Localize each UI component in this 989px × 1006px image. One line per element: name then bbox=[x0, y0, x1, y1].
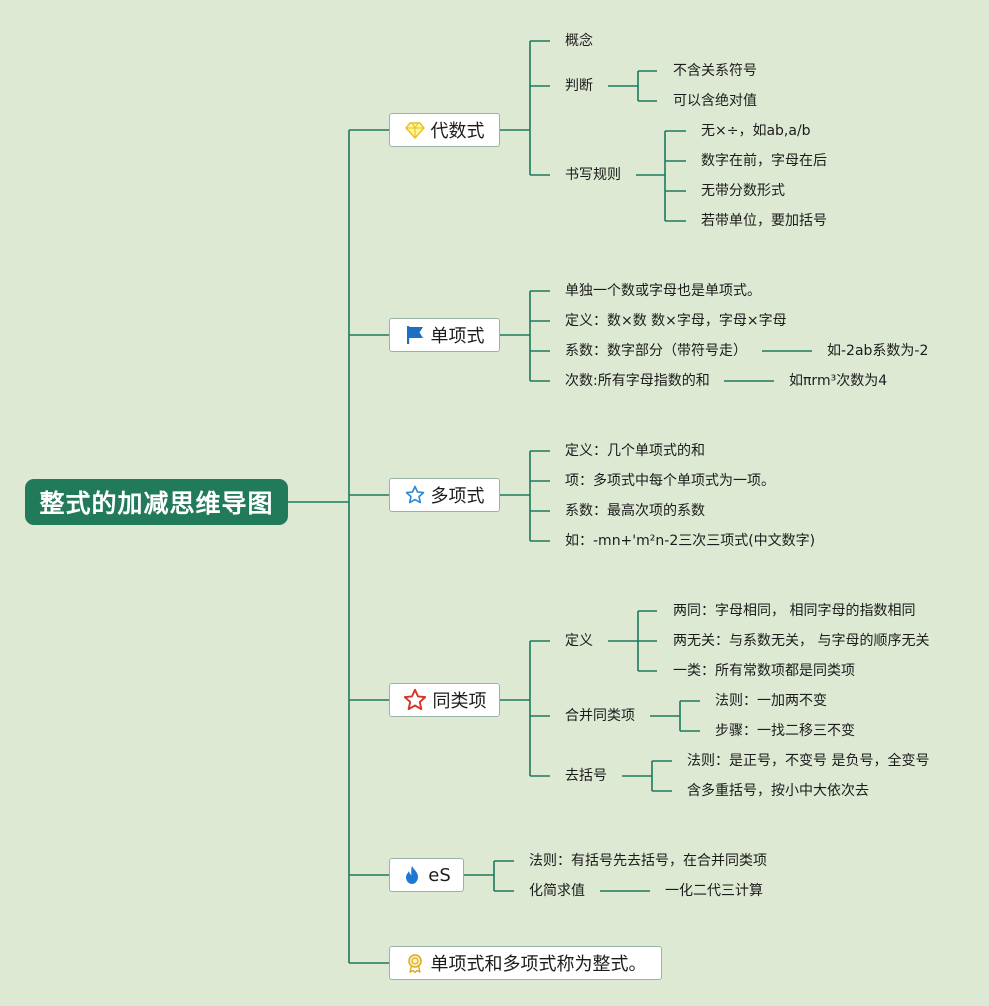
node-constants-like-terms[interactable]: 一类：所有常数项都是同类项 bbox=[673, 663, 855, 679]
node-polynomial-definition[interactable]: 定义：几个单项式的和 bbox=[565, 443, 705, 459]
branch-like-terms[interactable]: 同类项 bbox=[389, 683, 500, 717]
branch-integral-expression-summary[interactable]: 单项式和多项式称为整式。 bbox=[389, 946, 662, 980]
star-red-icon bbox=[403, 688, 426, 711]
flag-icon bbox=[406, 326, 423, 344]
node-no-relation-symbol[interactable]: 不含关系符号 bbox=[673, 63, 757, 79]
node-remove-brackets[interactable]: 去括号 bbox=[565, 768, 607, 784]
node-units-brackets[interactable]: 若带单位，要加括号 bbox=[701, 213, 827, 229]
node-multiple-brackets[interactable]: 含多重括号，按小中大依次去 bbox=[687, 783, 869, 799]
node-no-multiply-divide[interactable]: 无×÷，如ab,a/b bbox=[701, 123, 811, 139]
diamond-icon bbox=[404, 122, 425, 140]
node-monomial-degree[interactable]: 次数:所有字母指数的和 bbox=[565, 373, 710, 389]
connector bbox=[500, 40, 550, 176]
connector bbox=[500, 290, 550, 382]
branch-label: 代数式 bbox=[430, 121, 485, 142]
node-single-number-monomial[interactable]: 单独一个数或字母也是单项式。 bbox=[565, 283, 761, 299]
node-like-terms-definition[interactable]: 定义 bbox=[565, 633, 593, 649]
connector bbox=[636, 130, 686, 222]
node-no-mixed-fraction[interactable]: 无带分数形式 bbox=[701, 183, 785, 199]
node-writing-rules[interactable]: 书写规则 bbox=[565, 167, 621, 183]
connector bbox=[724, 350, 812, 382]
node-combine-like-terms[interactable]: 合并同类项 bbox=[565, 708, 635, 724]
connector bbox=[608, 70, 657, 102]
node-coefficient-example[interactable]: 如-2ab系数为-2 bbox=[827, 343, 929, 359]
branch-label: eS bbox=[428, 864, 451, 886]
award-icon bbox=[407, 954, 422, 973]
node-polynomial-coefficient[interactable]: 系数：最高次项的系数 bbox=[565, 503, 705, 519]
connector bbox=[500, 450, 550, 542]
node-two-same[interactable]: 两同：字母相同， 相同字母的指数相同 bbox=[673, 603, 916, 619]
node-concept[interactable]: 概念 bbox=[565, 33, 593, 49]
node-judgement[interactable]: 判断 bbox=[565, 78, 593, 94]
branch-polynomial[interactable]: 多项式 bbox=[389, 478, 500, 512]
connector bbox=[464, 860, 514, 892]
connector bbox=[500, 640, 550, 777]
branch-label: 同类项 bbox=[432, 691, 487, 712]
connector bbox=[622, 760, 672, 792]
node-monomial-coefficient[interactable]: 系数：数字部分（带符号走） bbox=[565, 343, 747, 359]
connector bbox=[650, 700, 700, 732]
node-number-before-letter[interactable]: 数字在前，字母在后 bbox=[701, 153, 827, 169]
node-bracket-rule[interactable]: 法则：是正号，不变号 是负号，全变号 bbox=[687, 753, 930, 769]
branch-label: 单项式 bbox=[430, 326, 485, 347]
branch-label: 多项式 bbox=[430, 486, 485, 507]
node-polynomial-term[interactable]: 项：多项式中每个单项式为一项。 bbox=[565, 473, 775, 489]
node-monomial-definition[interactable]: 定义：数×数 数×字母，字母×字母 bbox=[565, 313, 787, 329]
branch-es[interactable]: eS bbox=[389, 858, 464, 892]
connector bbox=[349, 129, 389, 964]
node-evaluate-steps[interactable]: 一化二代三计算 bbox=[665, 883, 763, 899]
node-degree-example[interactable]: 如πrm³次数为4 bbox=[789, 373, 888, 389]
node-simplify-rule[interactable]: 法则：有括号先去括号，在合并同类项 bbox=[529, 853, 767, 869]
node-combine-steps[interactable]: 步骤：一找二移三不变 bbox=[715, 723, 855, 739]
node-polynomial-example[interactable]: 如：-mn+'m²n-2三次三项式(中文数字) bbox=[565, 533, 816, 549]
branch-monomial[interactable]: 单项式 bbox=[389, 318, 500, 352]
root-topic[interactable]: 整式的加减思维导图 bbox=[25, 479, 288, 525]
star-outline-icon bbox=[405, 485, 424, 504]
branch-algebraic-expression[interactable]: 代数式 bbox=[389, 113, 500, 147]
branch-label: 单项式和多项式称为整式。 bbox=[430, 954, 647, 975]
node-absolute-value-allowed[interactable]: 可以含绝对值 bbox=[673, 93, 757, 109]
node-two-irrelevant[interactable]: 两无关：与系数无关， 与字母的顺序无关 bbox=[673, 633, 930, 649]
connector bbox=[608, 610, 657, 672]
node-combine-rule[interactable]: 法则：一加两不变 bbox=[715, 693, 827, 709]
node-simplify-evaluate[interactable]: 化简求值 bbox=[529, 883, 585, 899]
flame-icon bbox=[406, 866, 419, 884]
